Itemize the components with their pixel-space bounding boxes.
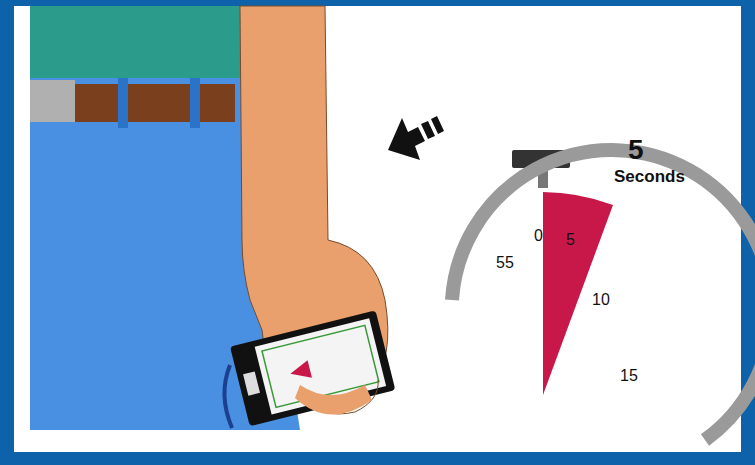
dial-number: 10 [592, 292, 610, 308]
duration-label: 5 [628, 136, 644, 164]
phone-screen [255, 318, 386, 414]
dial-number: 15 [620, 368, 638, 384]
belt-buckle [30, 80, 75, 122]
belt [75, 84, 235, 122]
dial-number: 5 [566, 232, 575, 248]
phone [230, 310, 395, 426]
belt-loop [190, 78, 200, 128]
belt-loop [118, 78, 128, 128]
shirt [30, 6, 245, 78]
dial-number: 0 [534, 228, 543, 244]
motion-arrow [388, 116, 444, 160]
signal-wave [224, 365, 232, 428]
white-panel [14, 6, 741, 452]
elapsed-wedge [543, 192, 613, 395]
phone-button [243, 371, 260, 395]
screen-marker [288, 360, 312, 382]
stopwatch-dial [452, 150, 755, 440]
fingers [295, 385, 372, 415]
phone-body [230, 310, 395, 426]
duration-label: Seconds [614, 168, 685, 185]
dial-number: 55 [496, 255, 514, 271]
